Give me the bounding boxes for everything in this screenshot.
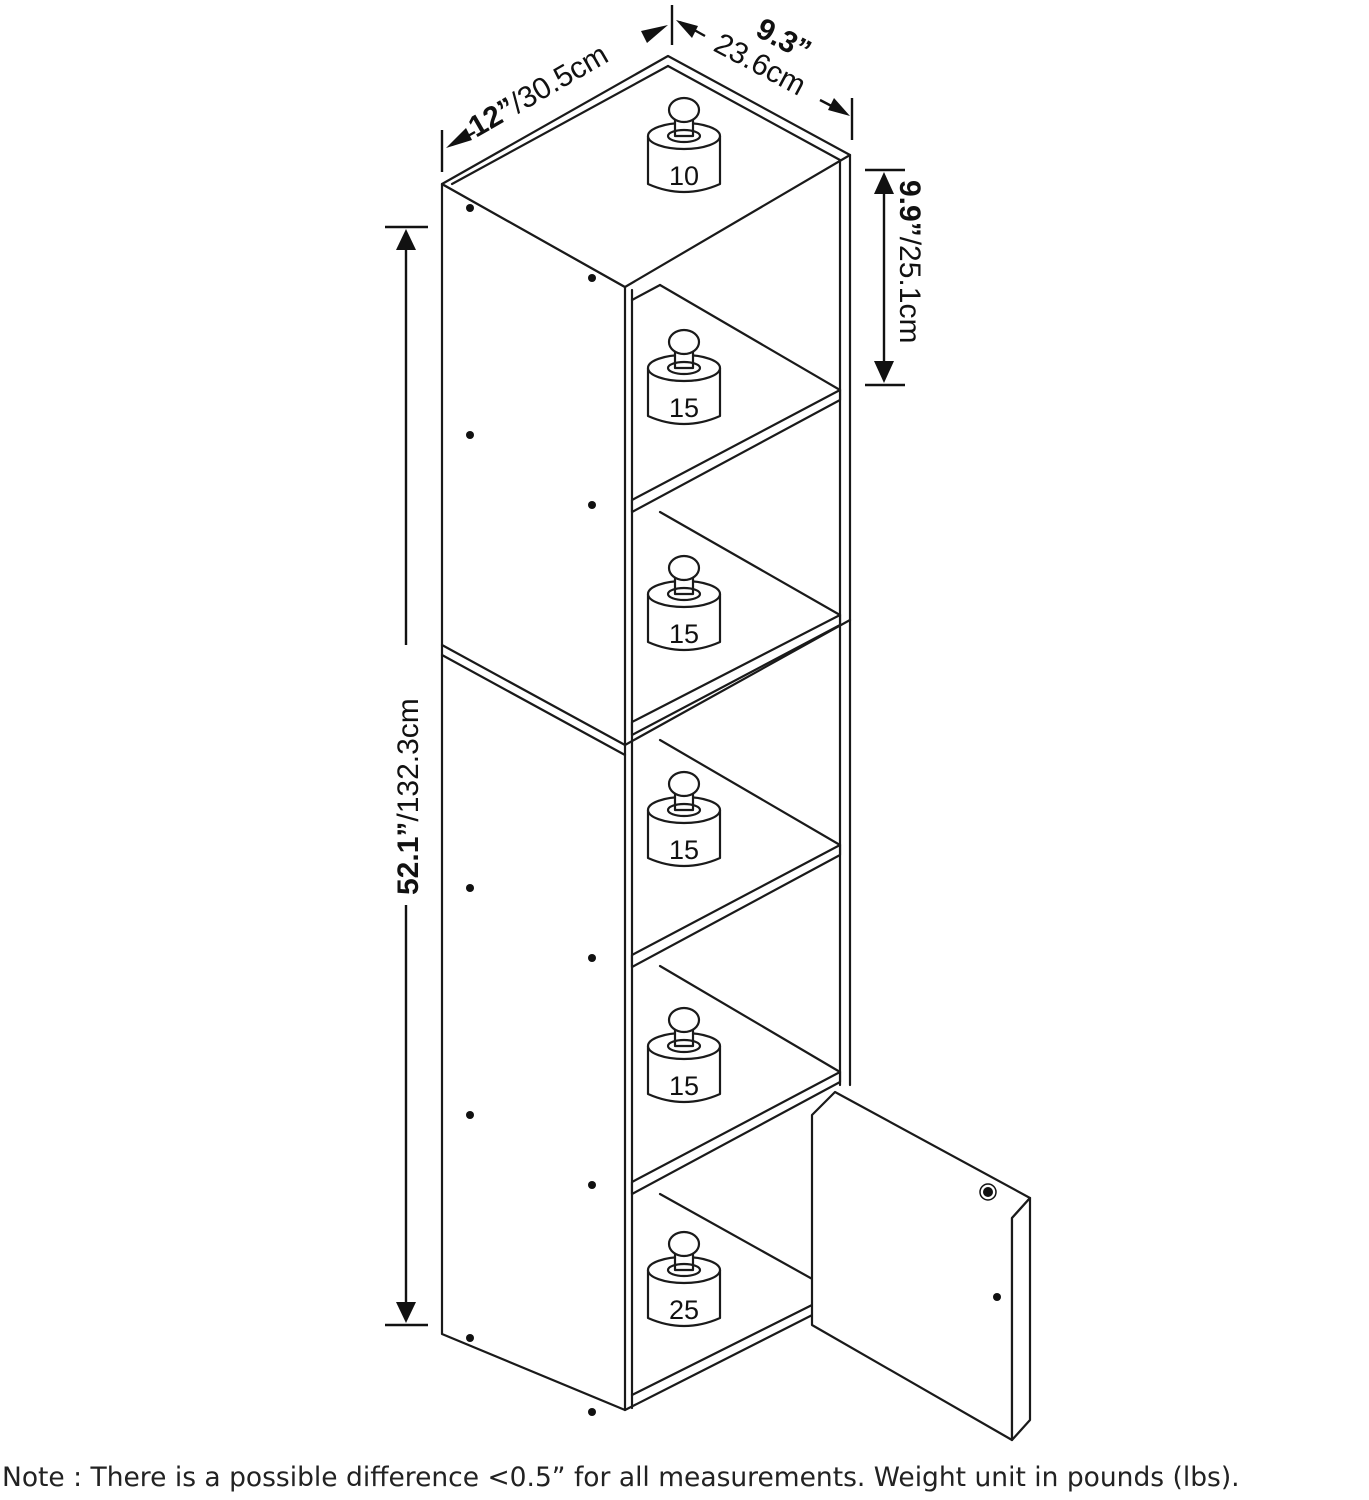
shelf-1: [630, 388, 842, 514]
weight-label: 15: [669, 835, 699, 865]
shelf-3: [630, 843, 842, 969]
shelf-height-dimension: 9.9”/25.1cm: [865, 168, 926, 387]
shelf-4: [630, 1070, 842, 1196]
svg-text:9.9”/25.1cm: 9.9”/25.1cm: [893, 180, 926, 343]
weight-6: 25: [646, 1230, 722, 1328]
weights: 10 15 15 15 15 25: [646, 96, 722, 1328]
weight-2: 15: [646, 328, 722, 426]
height-cm-label: /132.3cm: [392, 698, 425, 821]
cube-split: [440, 618, 852, 747]
weight-label: 15: [669, 393, 699, 423]
height-dimension: 52.1”/132.3cm: [385, 225, 428, 1327]
weight-label: 25: [669, 1295, 699, 1325]
weight-1: 10: [646, 96, 722, 194]
shelf-2: [630, 613, 842, 737]
weight-label: 15: [669, 619, 699, 649]
weight-3: 15: [646, 554, 722, 652]
shelf-in-label: 9.9”: [893, 180, 926, 237]
weight-label: 10: [669, 161, 699, 191]
height-in-label: 52.1”: [392, 822, 425, 895]
weight-label: 15: [669, 1071, 699, 1101]
open-door: [810, 1090, 1032, 1442]
door-panel: [810, 1090, 1032, 1442]
left-side-panel: [440, 182, 627, 1412]
screw-holes: [466, 204, 596, 1416]
shelf-cm-label: /25.1cm: [893, 237, 926, 344]
weight-5: 15: [646, 1006, 722, 1104]
weight-4: 15: [646, 770, 722, 868]
cabinet: [440, 54, 852, 1412]
svg-text:52.1”/132.3cm: 52.1”/132.3cm: [392, 698, 425, 895]
shelves: [630, 283, 842, 1292]
measurement-note: Note : There is a possible difference <0…: [2, 1462, 1240, 1493]
